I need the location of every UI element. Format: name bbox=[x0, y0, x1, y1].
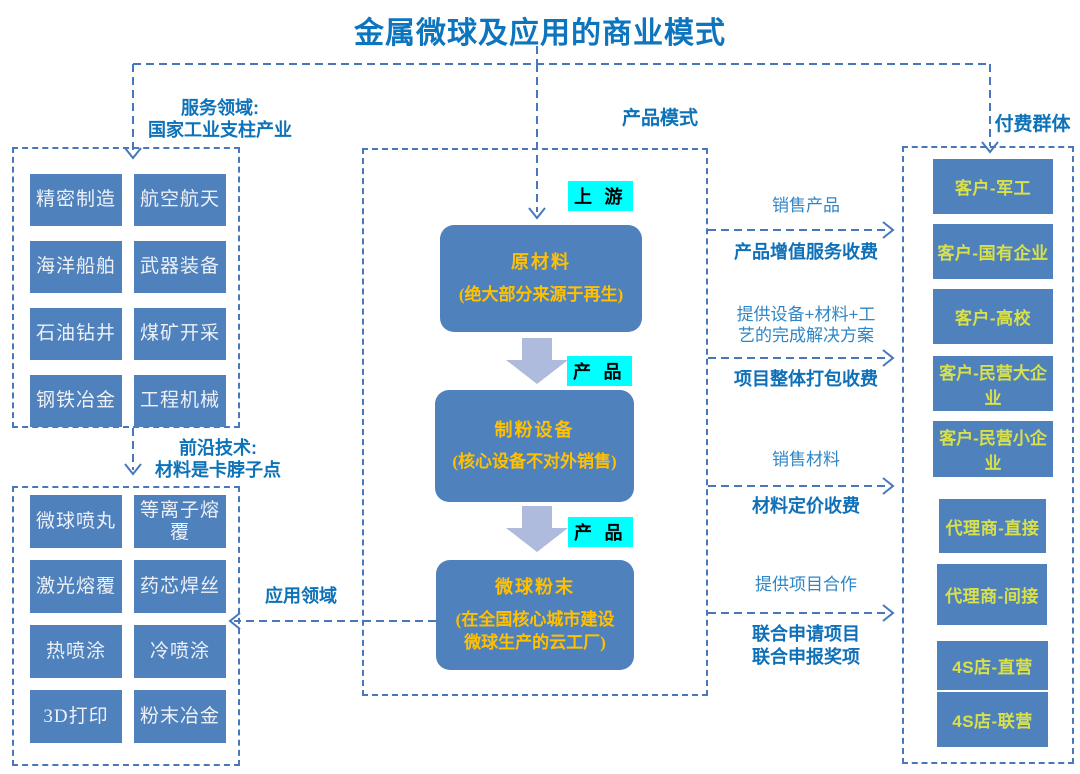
frontier-tech-header: 前沿技术: 材料是卡脖子点 bbox=[118, 438, 318, 482]
technology-box: 激光熔覆 bbox=[30, 560, 122, 613]
industry-box: 海洋船舶 bbox=[30, 241, 122, 293]
agent-box: 代理商-间接 bbox=[937, 564, 1047, 625]
industry-box: 航空航天 bbox=[134, 174, 226, 226]
node-raw-material: 原材料 (绝大部分来源于再生) bbox=[440, 225, 642, 332]
node-microsphere-powder-subtitle-line1: (在全国核心城市建设 bbox=[455, 609, 615, 629]
customer-box: 客户-民营小企业 bbox=[933, 421, 1053, 477]
paying-groups-header: 付费群体 bbox=[994, 114, 1071, 135]
industry-box: 武器装备 bbox=[134, 241, 226, 293]
arrowhead-down-icon bbox=[124, 463, 142, 476]
node-powder-equipment-title: 制粉设备 bbox=[494, 419, 575, 440]
flow-fee-label-1: 产品增值服务收费 bbox=[716, 241, 896, 264]
group-product-model bbox=[362, 148, 708, 696]
flow-fee-label-2: 项目整体打包收费 bbox=[716, 368, 896, 391]
application-technologies-grid: 微球喷丸 等离子熔覆 激光熔覆 药芯焊丝 热喷涂 冷喷涂 3D打印 粉末冶金 bbox=[30, 495, 226, 743]
store-box: 4S店-联营 bbox=[937, 692, 1048, 747]
group-paying-groups bbox=[902, 146, 1074, 764]
technology-box: 等离子熔覆 bbox=[134, 495, 226, 548]
arrowhead-down-icon bbox=[981, 141, 999, 154]
technology-box: 微球喷丸 bbox=[30, 495, 122, 548]
group-application-technologies bbox=[12, 486, 240, 766]
flow-fee-label-4: 联合申请项目 联合申报奖项 bbox=[716, 623, 896, 670]
flow-offer-2-line1: 提供设备+材料+工 bbox=[736, 305, 876, 324]
customer-box: 客户-国有企业 bbox=[933, 224, 1053, 279]
industry-box: 煤矿开采 bbox=[134, 308, 226, 360]
arrowhead-right-icon bbox=[882, 604, 895, 622]
industry-box: 石油钻井 bbox=[30, 308, 122, 360]
application-domain-label: 应用领域 bbox=[265, 586, 337, 606]
node-raw-material-subtitle: (绝大部分来源于再生) bbox=[458, 284, 624, 304]
arrowhead-down-icon bbox=[124, 147, 142, 160]
flow-fee-1-line1: 产品增值服务收费 bbox=[734, 242, 878, 262]
flow-offer-label-2: 提供设备+材料+工 艺的完成解决方案 bbox=[716, 304, 896, 347]
arrowheads bbox=[124, 141, 999, 630]
technology-box: 药芯焊丝 bbox=[134, 560, 226, 613]
technology-box: 冷喷涂 bbox=[134, 625, 226, 678]
flow-offer-3-line1: 销售材料 bbox=[772, 450, 840, 469]
node-raw-material-title: 原材料 bbox=[511, 252, 571, 273]
flow-offer-label-1: 销售产品 bbox=[716, 195, 896, 216]
node-microsphere-powder: 微球粉末 (在全国核心城市建设 微球生产的云工厂) bbox=[436, 560, 634, 670]
block-arrows bbox=[506, 338, 568, 552]
stage-label-upstream: 上 游 bbox=[568, 181, 633, 211]
node-powder-equipment-subtitle: (核心设备不对外销售) bbox=[452, 452, 617, 472]
flow-fee-3-line1: 材料定价收费 bbox=[752, 496, 860, 516]
flow-offer-4-line1: 提供项目合作 bbox=[755, 575, 857, 594]
frontier-tech-header-line1: 前沿技术: bbox=[179, 438, 257, 458]
flow-offer-label-4: 提供项目合作 bbox=[716, 574, 896, 595]
technology-box: 热喷涂 bbox=[30, 625, 122, 678]
arrowhead-right-icon bbox=[882, 221, 895, 239]
technology-box: 粉末冶金 bbox=[134, 690, 226, 743]
agent-box: 代理商-直接 bbox=[939, 499, 1046, 553]
arrowhead-left-icon bbox=[228, 612, 241, 630]
dashed-connector-lines bbox=[132, 46, 991, 622]
product-model-header: 产品模式 bbox=[621, 108, 698, 129]
industry-box: 钢铁冶金 bbox=[30, 375, 122, 427]
industry-box: 精密制造 bbox=[30, 174, 122, 226]
node-powder-equipment: 制粉设备 (核心设备不对外销售) bbox=[435, 390, 634, 502]
customer-box: 客户-高校 bbox=[933, 289, 1053, 344]
flow-offer-1-line1: 销售产品 bbox=[772, 196, 840, 215]
diagram-title: 金属微球及应用的商业模式 bbox=[354, 17, 726, 50]
flow-fee-4-line1: 联合申请项目 bbox=[752, 624, 860, 644]
block-arrow-down-icon bbox=[506, 506, 568, 552]
industry-box: 工程机械 bbox=[134, 375, 226, 427]
stage-label-product-1: 产 品 bbox=[567, 356, 632, 386]
flow-fee-4-line2: 联合申报奖项 bbox=[752, 647, 860, 668]
arrowhead-right-icon bbox=[882, 477, 895, 495]
arrowhead-down-icon bbox=[528, 207, 546, 220]
node-microsphere-powder-title: 微球粉末 bbox=[495, 577, 575, 598]
technology-box: 3D打印 bbox=[30, 690, 122, 743]
group-service-industries bbox=[12, 147, 240, 428]
flow-fee-label-3: 材料定价收费 bbox=[716, 495, 896, 518]
frontier-tech-header-line2: 材料是卡脖子点 bbox=[155, 459, 281, 480]
arrowhead-right-icon bbox=[882, 349, 895, 367]
block-arrow-down-icon bbox=[506, 338, 568, 384]
customer-box: 客户-民营大企业 bbox=[933, 356, 1053, 411]
flow-fee-2-line1: 项目整体打包收费 bbox=[734, 369, 878, 389]
service-industries-grid: 精密制造 航空航天 海洋船舶 武器装备 石油钻井 煤矿开采 钢铁冶金 工程机械 bbox=[30, 174, 226, 427]
customer-box: 客户-军工 bbox=[933, 159, 1053, 214]
service-domain-header: 服务领域: 国家工业支柱产业 bbox=[95, 98, 345, 142]
flow-offer-label-3: 销售材料 bbox=[716, 449, 896, 470]
store-box: 4S店-直营 bbox=[937, 641, 1048, 690]
service-domain-header-line1: 服务领域: bbox=[181, 98, 259, 118]
stage-label-product-2: 产 品 bbox=[568, 517, 633, 547]
flow-offer-2-line2: 艺的完成解决方案 bbox=[738, 326, 874, 346]
service-domain-header-line2: 国家工业支柱产业 bbox=[148, 119, 292, 140]
node-microsphere-powder-subtitle-line2: 微球生产的云工厂) bbox=[464, 632, 606, 652]
